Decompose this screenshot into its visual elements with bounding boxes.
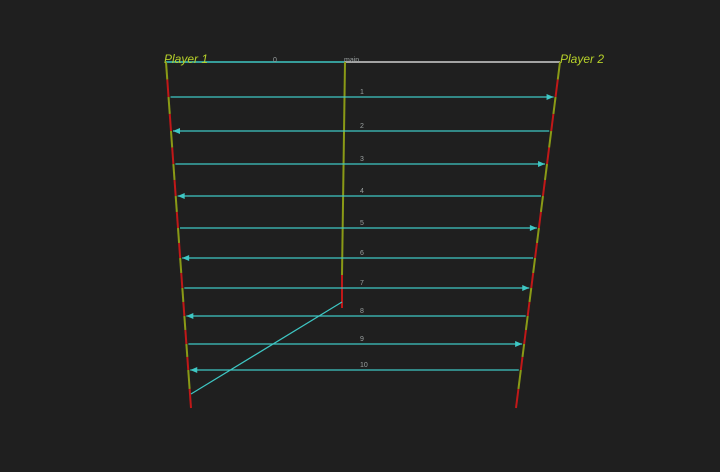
arrow-label-5: 5 xyxy=(360,220,364,227)
player2-lifeline-segment-green-5 xyxy=(535,227,540,244)
player2-lifeline-segment-green-9 xyxy=(521,343,526,358)
arrow-label-4: 4 xyxy=(360,188,364,195)
player2-lifeline-segment-red-9 xyxy=(519,356,524,371)
player1-lifeline-segment-green-4 xyxy=(174,195,178,213)
player1-lifeline-segment-red-1 xyxy=(168,113,172,132)
player1-lifeline-segment-green-2 xyxy=(169,130,174,148)
player1-lifeline-segment-red-8 xyxy=(184,329,188,345)
player2-lifeline-segment-red-3 xyxy=(541,179,546,197)
player2-lifeline-segment-green-6 xyxy=(532,257,537,274)
arrowhead-1 xyxy=(546,94,554,100)
arrow-label-7: 7 xyxy=(360,280,364,287)
player1-lifeline-segment-red-2 xyxy=(171,147,175,165)
player2-lifeline-segment-green-2 xyxy=(548,130,553,148)
player2-lifeline-segment-red-10 xyxy=(515,388,520,409)
arrow-label-6: 6 xyxy=(360,250,364,257)
arrowhead-10 xyxy=(190,367,198,373)
player1-lifeline-segment-green-6 xyxy=(179,257,183,274)
arrow-label-3: 3 xyxy=(360,156,364,163)
player2-lifeline-segment-green-3 xyxy=(544,163,549,181)
player2-lifeline-segment-red-8 xyxy=(523,329,527,345)
player2-lifeline-segment-red-5 xyxy=(534,242,538,259)
player1-lifeline-segment-green-1 xyxy=(167,96,171,115)
arrowhead-2 xyxy=(172,128,180,134)
player2-lifeline-segment-green-7 xyxy=(528,287,533,303)
player1-lifeline-segment-red-9 xyxy=(186,356,190,371)
arrowhead-4 xyxy=(177,193,185,199)
player1-lifeline-segment-green-10 xyxy=(187,369,191,390)
arrow-label-8: 8 xyxy=(360,308,364,315)
player1-lifeline-segment-green-8 xyxy=(183,315,187,331)
main-thread-label: main xyxy=(344,57,359,64)
player2-lifeline-segment-red-0 xyxy=(554,79,559,98)
arrowhead-3 xyxy=(538,161,546,167)
main-lifeline-green xyxy=(341,61,346,276)
diagonal-message xyxy=(190,301,343,395)
player1-lifeline-segment-red-3 xyxy=(173,179,177,197)
player2-lifeline-segment-green-4 xyxy=(539,195,544,213)
arrow-label-2: 2 xyxy=(360,123,364,130)
player2-lifeline-segment-green-0 xyxy=(556,61,561,80)
arrow-label-9: 9 xyxy=(360,336,364,343)
player2-lifeline-segment-red-7 xyxy=(526,301,531,317)
player1-lifeline-segment-green-0 xyxy=(165,61,169,80)
message-arrows: 1 2 3 4 5 6 7 8 9 10 xyxy=(170,89,554,395)
player1-lifeline-segment-red-0 xyxy=(166,79,170,98)
player1-lifeline-segment-green-9 xyxy=(185,343,189,358)
player2-lifeline-segment-red-1 xyxy=(550,113,555,132)
player2-lifeline-segment-green-10 xyxy=(517,369,522,390)
player1-lifeline-segment-green-7 xyxy=(181,287,185,303)
player1-lifeline-segment-red-6 xyxy=(180,272,184,289)
player2-lifeline-segment-red-6 xyxy=(530,272,535,289)
player1-lifeline-segment-green-5 xyxy=(176,227,181,244)
player2-lifeline-segment-red-2 xyxy=(546,147,551,165)
top-left-marker: 0 xyxy=(273,57,277,64)
arrowhead-9 xyxy=(515,341,523,347)
player1-lifeline-segment-red-10 xyxy=(188,388,192,409)
player1-lifeline-segment-green-3 xyxy=(172,163,176,181)
player2-lifeline-segment-green-8 xyxy=(524,315,529,331)
player2-label: Player 2 xyxy=(560,52,604,66)
arrowhead-5 xyxy=(529,225,537,231)
player2-lifeline-segment-red-4 xyxy=(537,211,542,229)
arrowhead-6 xyxy=(182,255,190,261)
player1-label: Player 1 xyxy=(164,52,208,66)
player1-lifeline-segment-red-4 xyxy=(175,211,179,229)
player1-lifeline-segment-red-5 xyxy=(178,242,182,259)
arrowhead-8 xyxy=(186,313,194,319)
lifelines xyxy=(165,61,561,409)
player1-lifeline-segment-red-7 xyxy=(182,301,186,317)
arrow-label-1: 1 xyxy=(360,89,364,96)
arrow-label-10: 10 xyxy=(360,362,368,369)
arrowhead-7 xyxy=(522,285,530,291)
player2-lifeline-segment-green-1 xyxy=(552,96,557,115)
